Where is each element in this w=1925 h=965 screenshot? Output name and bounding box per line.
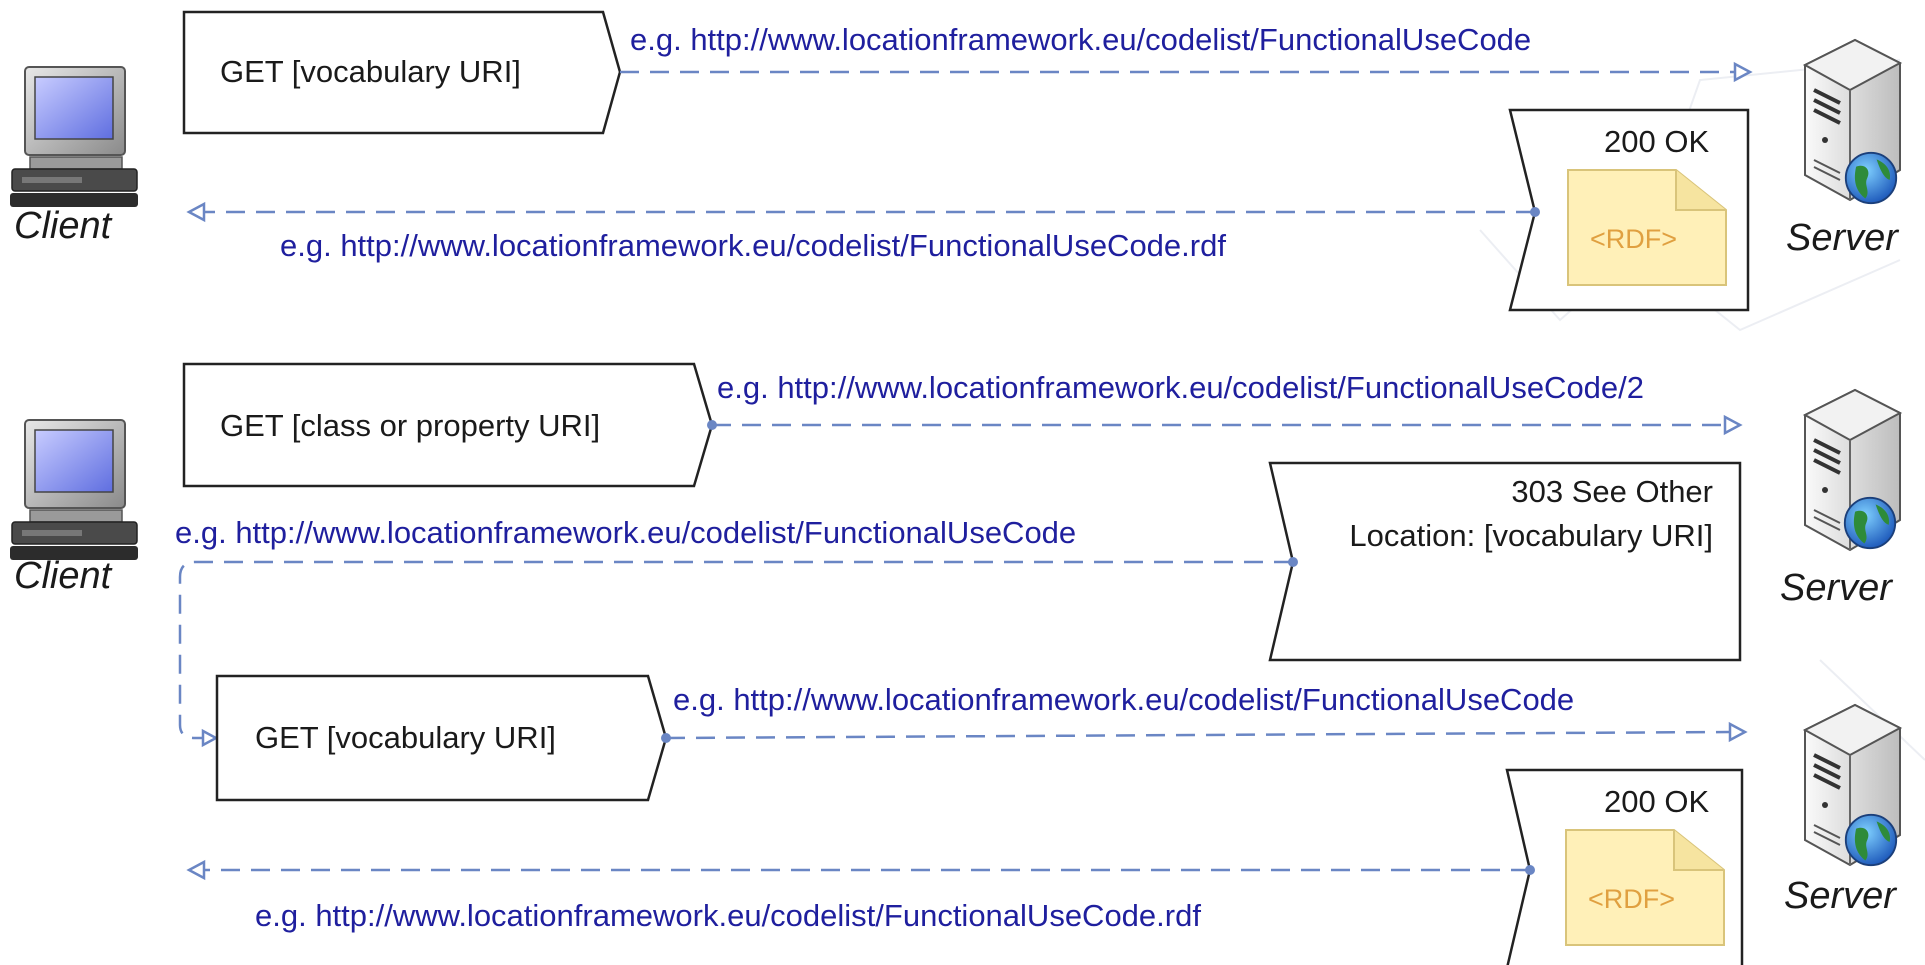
response-arrow-origin	[1530, 207, 1540, 217]
client-label: Client	[14, 205, 113, 247]
response-arrowhead	[186, 201, 206, 223]
request-flag-shape	[182, 362, 714, 488]
globe-icon	[1843, 496, 1897, 550]
followup-arrow-origin	[661, 733, 671, 743]
server-label: Server	[1780, 567, 1893, 609]
request-uri: e.g. http://www.locationframework.eu/cod…	[717, 370, 1644, 405]
redirect-uri: e.g. http://www.locationframework.eu/cod…	[175, 515, 1076, 550]
redirect-arrow-origin	[1288, 557, 1298, 567]
followup-label: GET [vocabulary URI]	[255, 720, 556, 755]
followup-uri: e.g. http://www.locationframework.eu/cod…	[673, 682, 1574, 717]
request-arrowhead	[1723, 414, 1743, 436]
response-uri: e.g. http://www.locationframework.eu/cod…	[255, 898, 1201, 933]
rdf-label: <RDF>	[1590, 224, 1677, 254]
request-flag-shape	[182, 10, 622, 135]
globe-icon	[1844, 151, 1898, 205]
request-arrowhead	[1733, 61, 1753, 83]
followup-arrow	[665, 730, 1731, 740]
redirect-location: Location: [vocabulary URI]	[1349, 518, 1713, 553]
request-uri: e.g. http://www.locationframework.eu/cod…	[630, 22, 1531, 57]
response-status: 200 OK	[1604, 784, 1709, 819]
request-label: GET [class or property URI]	[220, 408, 600, 443]
scenario-2: Client GET [class or property URI] e.g. …	[10, 362, 1902, 965]
server-label: Server	[1786, 217, 1899, 259]
request-label: GET [vocabulary URI]	[220, 54, 521, 89]
server-label: Server	[1784, 875, 1897, 917]
client-computer-icon	[10, 66, 139, 208]
scenario-1: Client GET [vocabulary URI] e.g. http://…	[10, 10, 1902, 312]
followup-arrowhead	[1728, 721, 1748, 743]
rdf-document-icon	[1565, 829, 1725, 946]
followup-flag-shape	[215, 674, 668, 802]
redirect-flag-shape	[1268, 461, 1742, 662]
redirect-status: 303 See Other	[1511, 474, 1713, 509]
rdf-label: <RDF>	[1588, 884, 1675, 914]
rdf-document-icon	[1567, 169, 1727, 286]
client-label: Client	[14, 555, 113, 597]
response-arrowhead	[186, 859, 206, 881]
request-arrow-origin	[707, 420, 717, 430]
redirect-arrowhead	[201, 728, 219, 748]
client-computer-icon	[10, 419, 139, 561]
response-uri: e.g. http://www.locationframework.eu/cod…	[280, 228, 1226, 263]
response-arrow-origin	[1525, 865, 1535, 875]
response-status: 200 OK	[1604, 124, 1709, 159]
globe-icon	[1844, 813, 1898, 867]
